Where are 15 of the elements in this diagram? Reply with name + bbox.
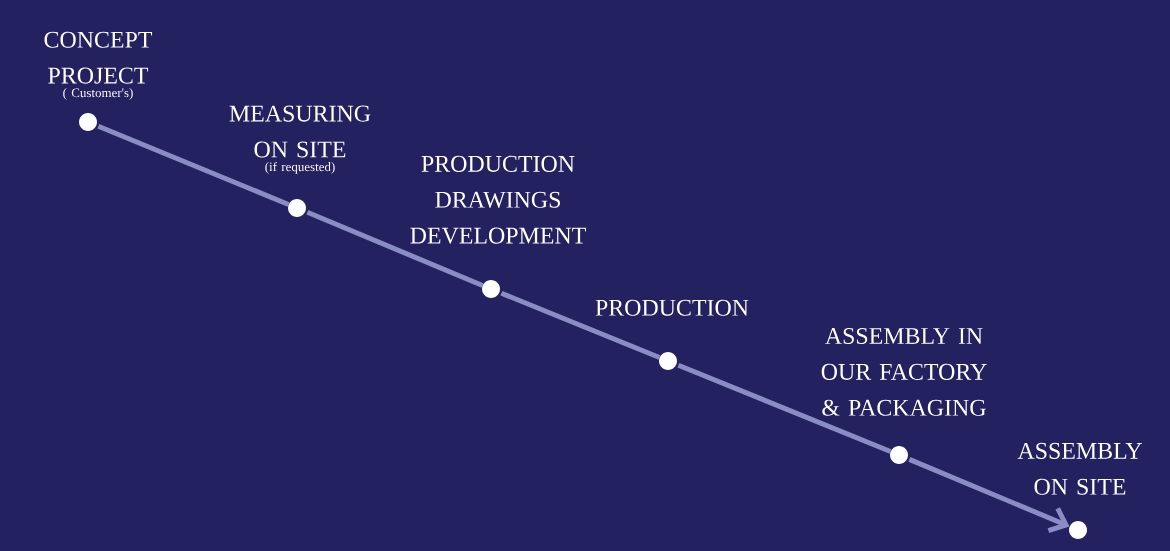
step-title: CONCEPT PROJECT (44, 31, 153, 84)
step-dot (482, 280, 500, 298)
step-note: (if requested) (265, 161, 335, 174)
step-title: MEASURING ON SITE (229, 105, 371, 158)
step-title: ASSEMBLY IN OUR FACTORY & PACKAGING (821, 328, 987, 416)
arrow (908, 457, 1070, 533)
step-title: PRODUCTION DRAWINGS DEVELOPMENT (410, 155, 586, 244)
step-dot (79, 113, 97, 131)
step-dot (288, 199, 306, 217)
step-title: PRODUCTION (595, 299, 749, 316)
step-dot (890, 446, 908, 464)
step-title: ASSEMBLY ON SITE (1017, 442, 1142, 495)
step-dot (1069, 521, 1087, 539)
step-dot (659, 352, 677, 370)
step-note: ( Customer's) (63, 88, 133, 100)
